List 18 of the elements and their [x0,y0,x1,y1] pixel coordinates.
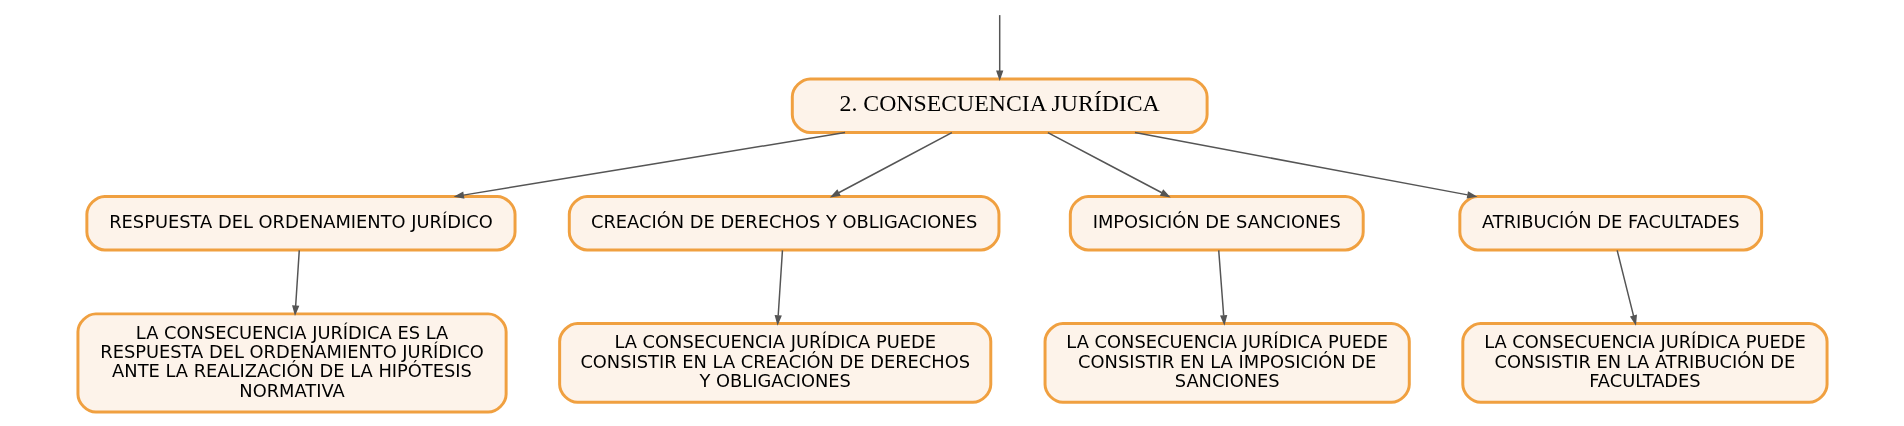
arrow [453,131,846,199]
node-box: LA CONSECUENCIA JURÍDICA PUEDE CONSISTIR EN LA IMPOSICIÓN DE SANCIONES [1043,322,1411,404]
arrow [995,14,1003,81]
node-box: LA CONSECUENCIA JURÍDICA ES LA RESPUESTA DEL ORDENAMIENTO JURÍDICO ANTE LA REALIZACIÓN DE LA HIPÓTESIS NORMATIVA [75,312,508,414]
node-box: LA CONSECUENCIA JURÍDICA PUEDE CONSISTIR EN LA CREACIÓN DE DERECHOS Y OBLIGACIONES [557,322,992,404]
arrow [1217,249,1227,326]
node-box: ATRIBUCIÓN DE FACULTADES [1457,194,1763,252]
arrow [1046,131,1171,198]
arrow [774,249,783,326]
arrow [291,249,300,316]
arrow [829,131,953,198]
node-box: RESPUESTA DEL ORDENAMIENTO JURÍDICO [84,194,517,252]
arrow [1133,131,1478,199]
node-box: IMPOSICIÓN DE SANCIONES [1068,194,1365,252]
node-box: CREACIÓN DE DERECHOS Y OBLIGACIONES [567,194,1000,252]
node-box: 2. CONSECUENCIA JURÍDICA [790,77,1209,134]
node-box: LA CONSECUENCIA JURÍDICA PUEDE CONSISTIR EN LA ATRIBUCIÓN DE FACULTADES [1460,322,1829,404]
arrow [1615,249,1637,326]
